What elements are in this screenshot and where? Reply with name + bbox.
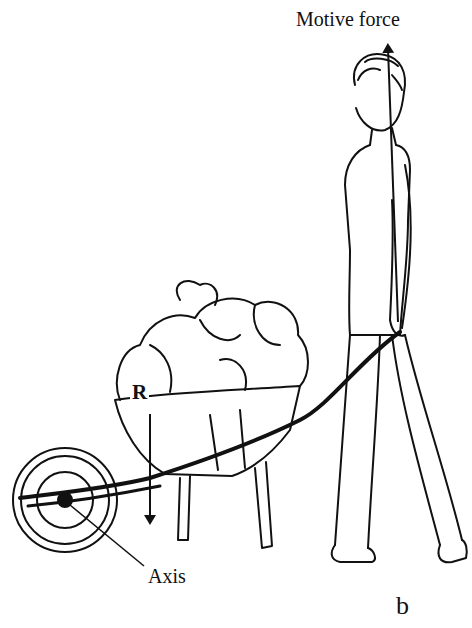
tray-crease	[210, 410, 245, 470]
wheel	[13, 448, 117, 552]
wheelbarrow-handle	[20, 332, 400, 498]
man-torso	[345, 145, 410, 335]
man-hair	[358, 59, 402, 90]
load-label: R	[130, 381, 149, 404]
man-shoe	[332, 545, 375, 562]
rock-outline	[150, 281, 280, 392]
man-shoe	[439, 540, 467, 562]
wheelbarrow-leg	[255, 462, 272, 548]
man-leg	[392, 335, 462, 545]
wheelbarrow-leg	[178, 476, 190, 540]
figure-letter: b	[396, 592, 409, 621]
wheelbarrow-frame	[28, 486, 160, 506]
leader-line	[70, 505, 144, 566]
force-label: Motive force	[296, 8, 400, 30]
wheel-rim	[21, 456, 109, 544]
axis-label: Axis	[148, 565, 186, 587]
motive-force-arrow	[388, 48, 398, 322]
man-head	[354, 54, 405, 130]
load-arrow	[149, 414, 151, 520]
